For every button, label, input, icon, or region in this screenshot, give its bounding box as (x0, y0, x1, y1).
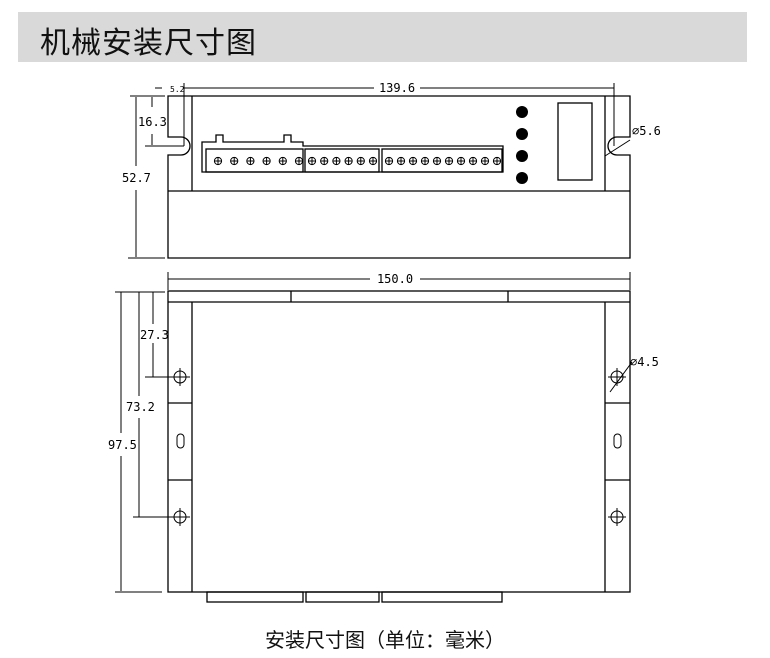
terminal-screws (213, 156, 502, 166)
screw-icon (320, 156, 329, 166)
screw-icon (332, 156, 341, 166)
terminal-block-3 (381, 148, 503, 173)
screw-icon (432, 156, 442, 166)
dim-length: 97.5 (108, 438, 137, 452)
led-indicator (516, 172, 528, 184)
screw-icon (368, 156, 378, 166)
screw-icon (384, 156, 394, 166)
screw-icon (356, 156, 365, 166)
dim-hole1: 27.3 (140, 328, 169, 342)
bottom-view: 150.0 27.3 73.2 97.5 ⌀4.5 (108, 272, 659, 603)
dim-width: 150.0 (377, 272, 413, 286)
terminal-block-2 (304, 148, 380, 173)
bottom-connector (305, 591, 380, 603)
leader-line (604, 139, 631, 157)
screw-icon (468, 156, 478, 166)
dim-slot-dia: ⌀5.6 (632, 124, 661, 138)
led-indicator (516, 128, 528, 140)
top-view: 139.6 5.2 16.3 52.7 ⌀5.6 (122, 81, 661, 259)
connector-housing (201, 134, 504, 173)
led-indicator (516, 106, 528, 118)
dim-hole2: 73.2 (126, 400, 155, 414)
mounting-slot (176, 433, 185, 449)
screw-icon (278, 156, 287, 166)
bottom-connector (381, 591, 503, 603)
screw-icon (396, 156, 406, 166)
dim-offset: 5.2 (170, 85, 185, 94)
page-title: 机械安装尺寸图 (40, 26, 257, 61)
dim-hole-dia: ⌀4.5 (630, 355, 659, 369)
caption: 安装尺寸图（单位：毫米） (265, 628, 505, 652)
dim-hole-span: 139.6 (379, 81, 415, 95)
dim-height: 52.7 (122, 171, 151, 185)
mounting-slot (613, 433, 622, 449)
header-bar: 机械安装尺寸图 (18, 12, 747, 62)
bottom-connector (206, 591, 304, 603)
screw-icon (230, 156, 239, 166)
dim-slot-height: 16.3 (138, 115, 167, 129)
screw-icon (307, 156, 317, 166)
screw-icon (456, 156, 466, 166)
mounting-holes (171, 368, 626, 526)
bottom-view-outline (167, 290, 631, 593)
screw-icon (344, 156, 353, 166)
screw-icon (213, 156, 223, 166)
led-indicator (516, 150, 528, 162)
display-window (557, 102, 593, 181)
screw-icon (420, 156, 430, 166)
screw-icon (444, 156, 454, 166)
mounting-hole-icon (608, 508, 626, 526)
top-view-outline (167, 95, 631, 259)
screw-icon (262, 156, 271, 166)
screw-icon (492, 156, 502, 166)
screw-icon (246, 156, 255, 166)
screw-icon (480, 156, 490, 166)
screw-icon (408, 156, 418, 166)
leader-line (609, 361, 633, 393)
screw-icon (294, 156, 304, 166)
